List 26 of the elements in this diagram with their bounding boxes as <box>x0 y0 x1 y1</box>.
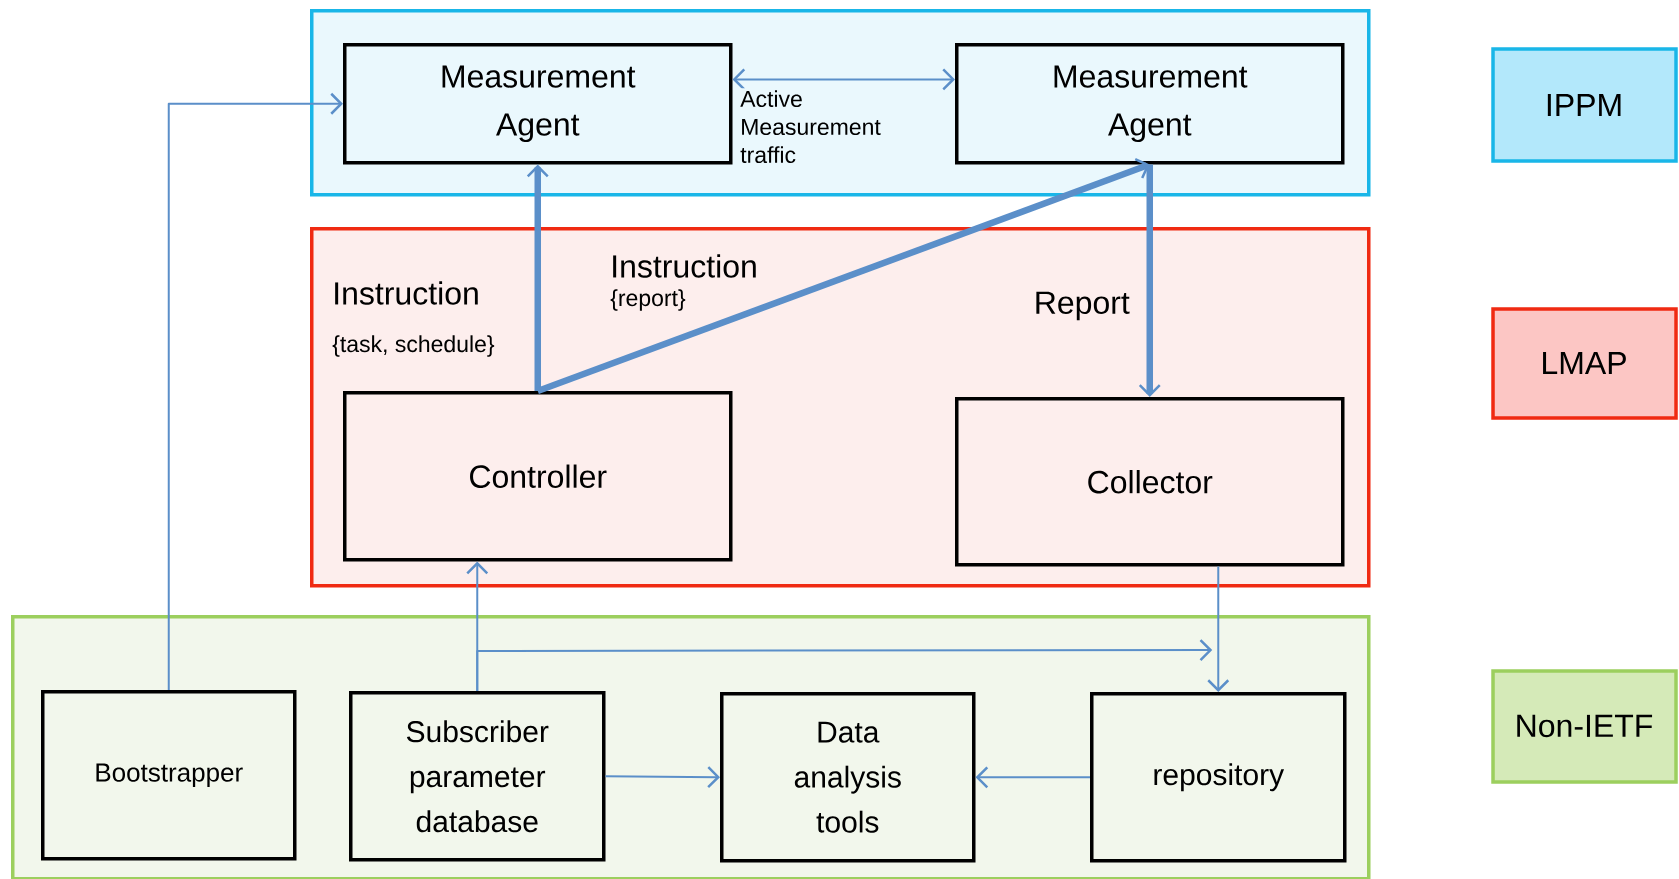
process-box: Subscriber parameter database <box>349 691 606 862</box>
edge-label: Instruction <box>330 279 482 307</box>
arrow <box>167 92 343 691</box>
legend-label: IPPM <box>1547 94 1621 116</box>
arrow <box>1207 565 1230 692</box>
arrow <box>1138 164 1161 397</box>
process-box: Data analysis tools <box>720 692 976 863</box>
process-box: Controller <box>343 391 733 562</box>
edge-label: Report <box>1031 289 1132 323</box>
edge-label: Instruction <box>608 252 760 280</box>
arrow <box>476 639 1213 692</box>
legend-label: LMAP <box>1543 352 1626 374</box>
process-box: repository <box>1090 692 1347 863</box>
legend-label: Non-IETF <box>1517 714 1653 738</box>
arrow <box>975 766 1091 789</box>
parameter-label: {report} <box>610 289 686 311</box>
edge-label: Active Measurement traffic <box>738 88 943 166</box>
arrow <box>604 766 720 789</box>
arrow <box>536 158 1150 395</box>
process-box: Measurement Agent <box>955 43 1345 165</box>
process-box: Measurement Agent <box>343 43 733 165</box>
arrow <box>732 68 955 91</box>
arrow <box>526 164 549 391</box>
process-box: Bootstrapper <box>41 690 297 861</box>
parameter-label: {task, schedule} <box>332 335 495 357</box>
process-box: Collector <box>955 397 1345 567</box>
